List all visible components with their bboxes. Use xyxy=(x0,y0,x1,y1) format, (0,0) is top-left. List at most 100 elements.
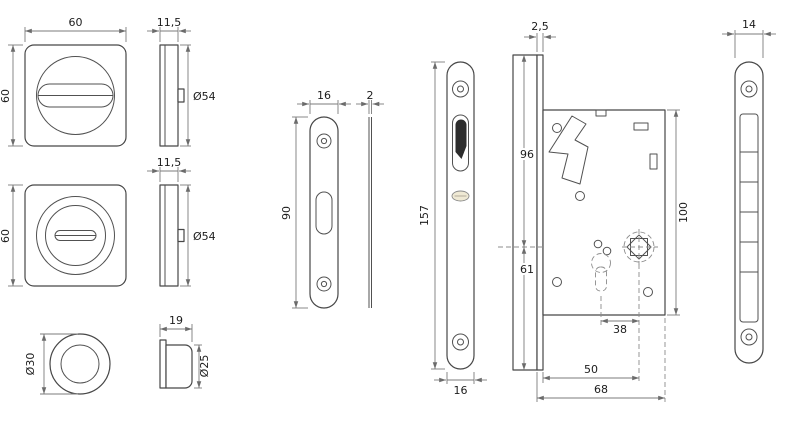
dim-edge-width: 14 xyxy=(722,18,776,58)
dim-label-faceplate-height: 157 xyxy=(418,205,431,226)
release-rose-side xyxy=(159,184,185,287)
lock-faceplate-front xyxy=(446,61,475,370)
dim-label-release-side-depth: 11,5 xyxy=(157,156,182,169)
dim-faceplate-width: 16 xyxy=(434,372,487,397)
screw-hole-center xyxy=(320,280,328,288)
dim-label-faceplate-thickness: 2,5 xyxy=(531,20,549,33)
dim-label-strike-thickness: 2 xyxy=(367,89,374,102)
rose-circle xyxy=(36,196,115,275)
lock-edge-view xyxy=(734,61,764,364)
dim-top-to-spindle: 96 xyxy=(518,54,536,248)
dim-release-height: 60 xyxy=(0,184,23,287)
finger-pull-side xyxy=(159,339,193,389)
lock-case xyxy=(542,109,666,316)
screw-hole xyxy=(452,333,469,351)
hook-bolt xyxy=(548,115,589,185)
lock-body-side xyxy=(498,54,666,371)
pull-inner-circle xyxy=(60,344,100,384)
screw-hole-center xyxy=(320,137,328,145)
dim-pull-diameter: Ø30 xyxy=(24,333,78,395)
dim-label-thumbturn-width: 60 xyxy=(69,16,83,29)
dim-label-pull-diameter: Ø30 xyxy=(24,353,37,376)
pull-flange xyxy=(159,339,167,389)
dim-label-release-height: 60 xyxy=(0,229,12,243)
dim-label-release-side-diameter: Ø54 xyxy=(193,230,216,243)
dim-label-pull-side-diameter: Ø25 xyxy=(198,355,211,378)
fixing-hole xyxy=(643,287,653,297)
rose-side-body xyxy=(159,184,179,287)
pull-cup xyxy=(165,344,193,389)
faceplate-body xyxy=(446,61,475,370)
rose-side-body xyxy=(159,44,179,147)
latch-opening xyxy=(315,191,333,235)
dim-strike-height: 90 xyxy=(280,116,308,309)
dim-release-side-diameter: Ø54 xyxy=(180,184,216,287)
screw-hole xyxy=(740,80,758,98)
case-detail-rect xyxy=(633,122,649,131)
euro-cylinder-outline xyxy=(591,253,611,292)
dim-label-case-height: 100 xyxy=(677,202,690,223)
dim-cylinder-spacing: 38 xyxy=(600,264,640,383)
small-hole xyxy=(593,239,603,249)
small-hole xyxy=(602,246,612,256)
dim-label-faceplate-width: 16 xyxy=(454,384,468,397)
dim-thumbturn-width: 60 xyxy=(24,16,127,42)
screw-hole xyxy=(316,133,332,149)
dim-label-strike-height: 90 xyxy=(280,206,293,220)
case-detail-notch xyxy=(595,109,607,117)
dim-label-thumbturn-height: 60 xyxy=(0,89,12,103)
strike-plate-front xyxy=(309,116,339,309)
dim-label-strike-width: 16 xyxy=(317,89,331,102)
dim-faceplate-height: 157 xyxy=(418,61,445,370)
dim-label-edge-width: 14 xyxy=(742,18,756,31)
fixing-hole xyxy=(575,191,585,201)
screw-hole-center xyxy=(745,85,753,93)
dim-label-pull-side-depth: 19 xyxy=(169,314,183,327)
screw-hole-center xyxy=(745,333,753,341)
dim-release-side-depth: 11,5 xyxy=(147,156,191,182)
screw-hole xyxy=(452,80,469,98)
dim-label-thumbturn-side-diameter: Ø54 xyxy=(193,90,216,103)
dim-label-backset: 50 xyxy=(584,363,598,376)
dim-label-cylinder-spacing: 38 xyxy=(613,323,627,336)
fixing-hole xyxy=(552,277,562,287)
dim-thumbturn-side-depth: 11,5 xyxy=(147,16,191,42)
fixing-hole xyxy=(552,123,562,133)
thumbturn-rose-side xyxy=(159,44,185,147)
release-tip xyxy=(177,228,185,243)
dim-case-height: 100 xyxy=(667,109,690,316)
case-detail-rect xyxy=(649,153,658,170)
dim-label-thumbturn-side-depth: 11,5 xyxy=(157,16,182,29)
hook-bolt-opening xyxy=(452,114,469,172)
dim-pull-side-depth: 19 xyxy=(159,314,193,342)
dim-label-case-depth: 68 xyxy=(594,383,608,396)
screw-hole xyxy=(316,276,332,292)
dim-strike-thickness: 2 xyxy=(356,89,384,114)
pull-outer-circle xyxy=(49,333,111,395)
finger-pull-front xyxy=(49,333,111,395)
hook-bolt-visible xyxy=(455,119,467,159)
thumbturn-tip xyxy=(177,88,185,103)
strike-plate-edge xyxy=(368,117,372,308)
dim-label-spindle-to-bottom: 61 xyxy=(520,263,534,276)
dim-thumbturn-height: 60 xyxy=(0,44,23,147)
screw-hole xyxy=(740,328,758,346)
dim-backset: 50 xyxy=(542,363,640,383)
rose-inner-circle xyxy=(45,205,106,266)
screw-hole-center xyxy=(457,85,464,93)
dim-spindle-to-bottom: 61 xyxy=(518,246,536,371)
door-edge-strip xyxy=(512,54,538,371)
edge-channel xyxy=(739,113,759,323)
thumbturn-rose-front xyxy=(24,44,127,147)
dim-case-depth: 68 xyxy=(536,318,666,402)
dim-faceplate-thickness: 2,5 xyxy=(524,20,556,52)
release-rose-front xyxy=(24,184,127,287)
dim-label-top-to-spindle: 96 xyxy=(520,148,534,161)
rose-circle xyxy=(36,56,115,135)
strike-plate-body xyxy=(309,116,339,309)
dim-strike-width: 16 xyxy=(297,89,351,114)
dim-pull-side-diameter: Ø25 xyxy=(194,344,211,389)
dim-thumbturn-side-diameter: Ø54 xyxy=(180,44,216,147)
